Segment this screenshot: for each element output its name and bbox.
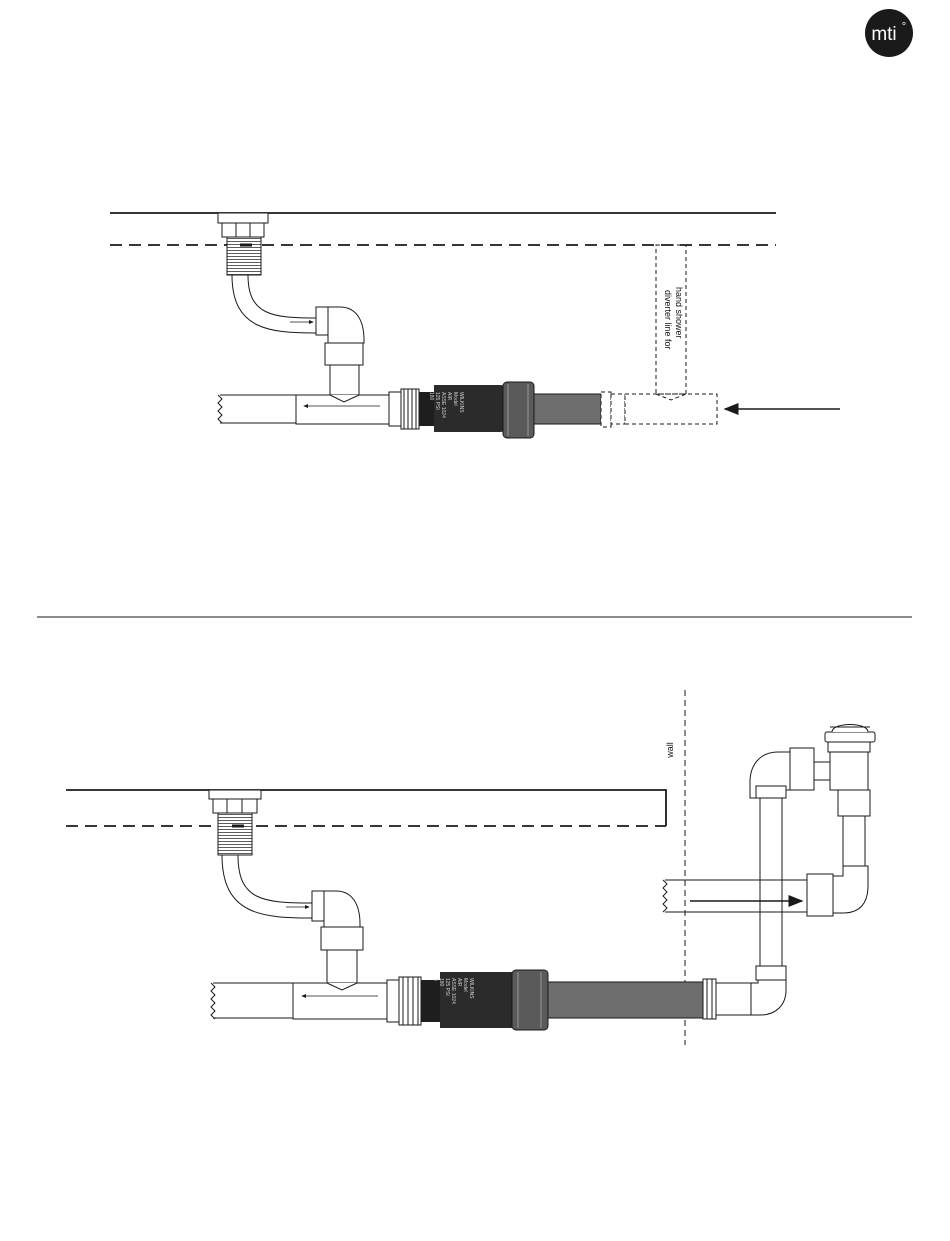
diverter-tee-dashed	[601, 245, 717, 427]
male-adapter-top	[389, 389, 419, 429]
diverter-label-line2: hand shower	[674, 287, 684, 339]
elbow-fitting-top	[316, 307, 364, 395]
tub-rim-line-bottom	[66, 790, 666, 826]
vertical-riser	[760, 798, 782, 966]
lower-elbow	[751, 966, 786, 1015]
vacuum-breaker-valve-bottom: WILKINS Model AIR ASSE 1024 125 PSI 180 …	[421, 970, 548, 1030]
bottom-diagram: wall	[66, 690, 875, 1045]
mti-logo: mti °	[865, 9, 913, 57]
tee-fitting-top	[218, 395, 389, 424]
elbow-fitting-bottom	[312, 891, 363, 983]
supply-pipe-top	[534, 394, 601, 424]
right-elbow	[807, 866, 868, 916]
spout-fitting-top	[218, 213, 268, 275]
logo-mark: °	[902, 21, 906, 33]
diverter-label-line1: diverter line for	[663, 290, 673, 350]
vacuum-breaker-valve-top: WILKINS Model AIR ASSE 1024 125 PSI 180	[419, 382, 534, 438]
spout-fitting-bottom	[209, 790, 261, 855]
supply-pipe-bottom	[548, 982, 703, 1018]
logo-text: mti	[871, 24, 896, 45]
valve-text-6: 180	[428, 392, 434, 401]
male-adapter-bottom	[387, 977, 421, 1025]
top-diagram: WILKINS Model AIR ASSE 1024 125 PSI 180 …	[110, 213, 840, 438]
stop-valve	[814, 725, 875, 817]
tee-fitting-bottom	[211, 983, 387, 1019]
valve-text-b7: 3	[432, 978, 438, 981]
wall-label: wall	[665, 742, 675, 759]
upper-elbow	[750, 748, 814, 798]
wall-union-fitting	[703, 979, 751, 1019]
valve-riser	[843, 816, 865, 866]
